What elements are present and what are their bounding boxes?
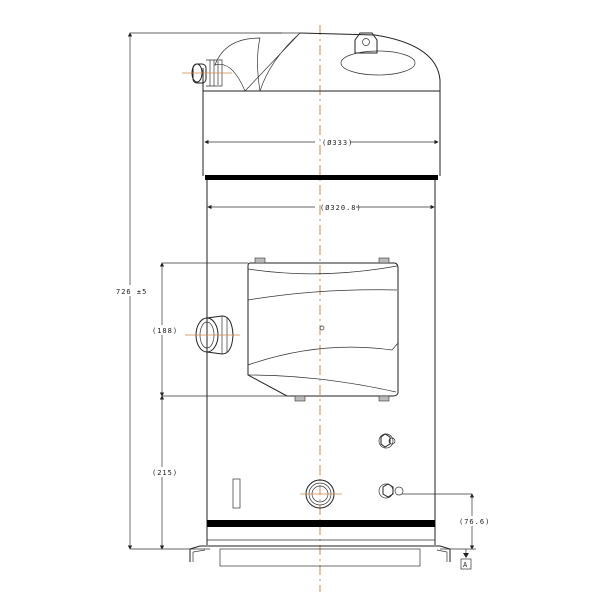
- dimension-overall-height: 726 ±5: [114, 32, 300, 550]
- top-weld-band: [205, 175, 438, 180]
- datum-label: A: [463, 561, 468, 569]
- datum-a: A: [460, 549, 472, 570]
- dimension-215: (215): [150, 395, 178, 550]
- service-fitting-lower: [378, 483, 472, 499]
- dimension-diameter-320-8: (Ø320.8): [207, 204, 435, 212]
- dimension-label-76-6: (76.6): [459, 518, 490, 526]
- oil-sight-glass: [300, 479, 342, 509]
- top-cap: [202, 32, 441, 176]
- dimension-label-726: 726 ±5: [116, 288, 147, 296]
- terminal-box: [247, 257, 399, 402]
- suction-tube: [185, 315, 240, 355]
- dimension-label-215: (215): [152, 469, 178, 477]
- discharge-tube: [182, 59, 232, 87]
- dimension-188: (188): [150, 262, 290, 397]
- service-fitting-upper: [378, 433, 396, 449]
- body-shell: [206, 180, 436, 545]
- dimension-label-320-8: (Ø320.8): [320, 204, 362, 212]
- top-cap-recess: [340, 50, 416, 76]
- mounting-base: [189, 545, 451, 567]
- dimension-label-188: (188): [152, 327, 178, 335]
- dimension-label-333: (Ø333): [322, 139, 353, 147]
- bottom-weld-band: [207, 520, 435, 527]
- nameplate-slot: [232, 478, 241, 509]
- lifting-lug: [354, 32, 378, 54]
- dimension-76-6: (76.6): [440, 493, 490, 550]
- dimension-diameter-333: (Ø333): [204, 139, 439, 147]
